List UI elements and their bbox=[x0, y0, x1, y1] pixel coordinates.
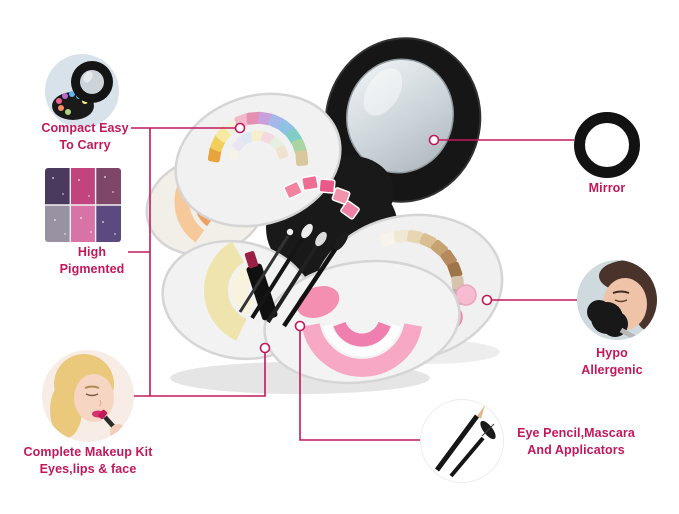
kit-applicators bbox=[238, 223, 349, 328]
compact-photo-art bbox=[45, 54, 119, 128]
kit-lip-gloss-pans bbox=[283, 174, 360, 220]
pigment-photo-art bbox=[45, 168, 121, 242]
endpoint-compact bbox=[234, 122, 246, 134]
makeup-kit-illustration bbox=[145, 37, 504, 394]
compact-palette-photo bbox=[45, 54, 119, 128]
endpoint-applicators bbox=[294, 320, 306, 332]
endpoint-complete bbox=[259, 342, 271, 354]
connector-applicators bbox=[299, 330, 420, 441]
complete-kit-label: Complete Makeup Kit Eyes,lips & face bbox=[23, 445, 153, 476]
endpoint-mirror bbox=[428, 134, 440, 146]
pencil-mascara-photo bbox=[420, 399, 504, 483]
applicators-label: Eye Pencil,Mascara And Applicators bbox=[517, 426, 635, 457]
connector-complete bbox=[134, 352, 266, 397]
woman-brush-photo bbox=[577, 260, 657, 340]
compact-label: Compact Easy To Carry bbox=[41, 121, 129, 152]
connector-endpoints bbox=[234, 122, 493, 354]
mirror-ring-photo bbox=[574, 112, 640, 178]
mirror-label: Mirror bbox=[588, 181, 626, 195]
woman-lipstick-art bbox=[42, 350, 134, 442]
kit-tier-pink-blush bbox=[263, 259, 461, 385]
connector-lines bbox=[128, 127, 577, 441]
pigment-label: High Pigmented bbox=[59, 245, 125, 276]
hypo-label: Hypo Allergenic bbox=[581, 346, 643, 377]
woman-lipstick-photo bbox=[42, 350, 134, 442]
endpoint-hypo bbox=[481, 294, 493, 306]
pencil-mascara-art bbox=[421, 400, 503, 482]
woman-brush-art bbox=[577, 260, 657, 340]
pigment-swatches-photo bbox=[45, 168, 121, 242]
